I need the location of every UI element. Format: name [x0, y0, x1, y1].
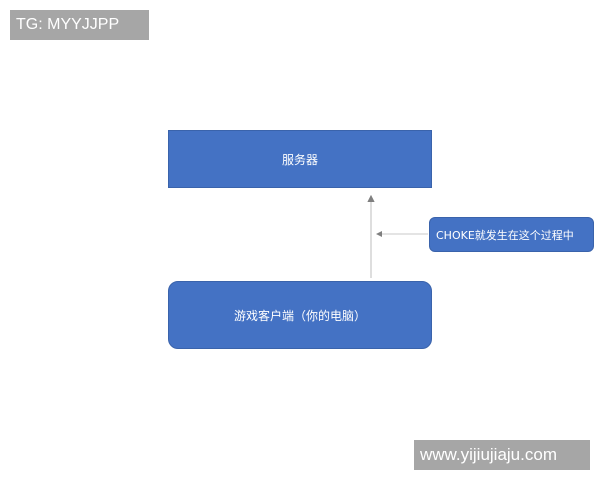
- choke-callout: CHOKE就发生在这个过程中: [429, 217, 594, 252]
- server-label: 服务器: [281, 152, 318, 167]
- client-label: 游戏客户端（你的电脑）: [233, 308, 366, 323]
- watermark-top: TG: MYYJJPP: [10, 10, 149, 40]
- watermark-bottom-text: www.yijiujiaju.com: [420, 445, 557, 464]
- client-node: 游戏客户端（你的电脑）: [168, 281, 432, 349]
- watermark-bottom: www.yijiujiaju.com: [414, 440, 590, 470]
- callout-label: CHOKE就发生在这个过程中: [436, 228, 574, 242]
- watermark-top-text: TG: MYYJJPP: [16, 16, 120, 33]
- server-node: 服务器: [168, 130, 432, 188]
